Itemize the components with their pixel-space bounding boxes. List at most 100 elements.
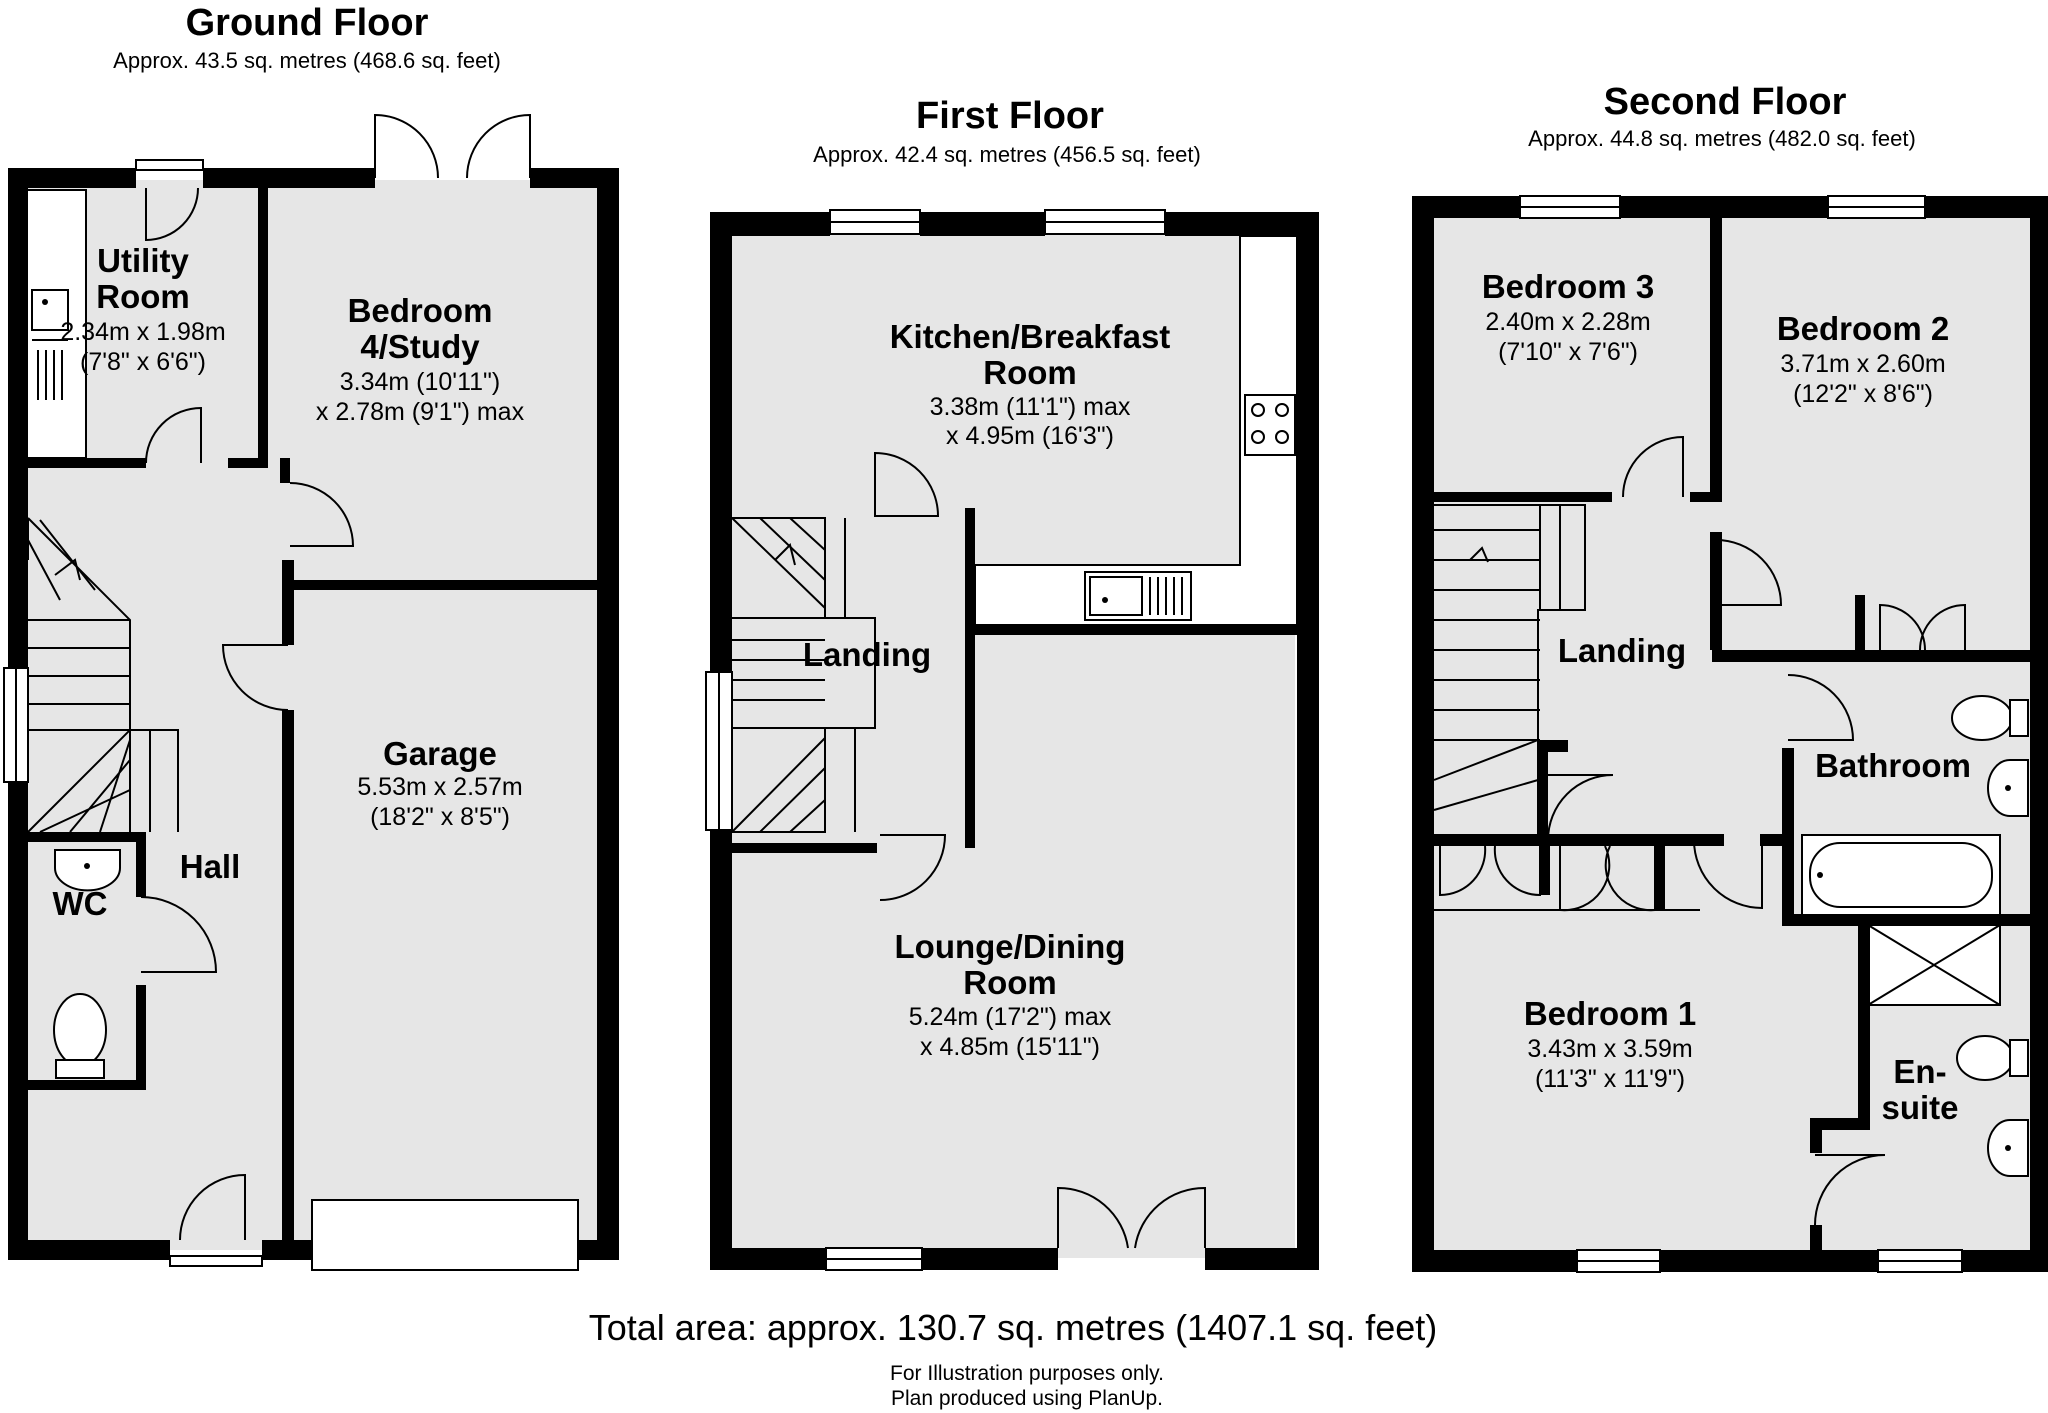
ground-floor-fill: [20, 180, 600, 1250]
lounge-name-2: Room: [963, 964, 1057, 1001]
utility-window: [135, 159, 204, 171]
utility-back-door: [145, 187, 199, 242]
bed1-wardrobe-div-1: [1540, 840, 1550, 895]
bathroom-wall-bottom: [1782, 914, 2048, 926]
bedroom4-dim-1: 3.34m (10'11"): [340, 368, 501, 396]
bedroom3-dim-2: (7'10" x 7'6"): [1498, 338, 1638, 366]
kitchen-dim-2: x 4.95m (16'3"): [946, 422, 1114, 450]
bed4-wall-left: [280, 458, 290, 483]
bed4-wall-bottom: [290, 580, 607, 590]
ground-stairs: [27, 517, 179, 833]
ground-wall-top-mid: [203, 168, 375, 188]
wc-basin: [54, 849, 121, 892]
utility-wall-bottom-b: [228, 458, 268, 468]
first-stairs: [731, 517, 876, 833]
lounge-wall-top: [732, 843, 877, 853]
wc-wall-right-a: [136, 832, 146, 897]
hall-name: Hall: [180, 848, 241, 885]
second-wall-right: [2030, 196, 2048, 1272]
second-wall-top-a: [1412, 196, 1520, 218]
second-wall-bottom-a: [1412, 1250, 1577, 1272]
bed4-french-door-left: [374, 113, 439, 179]
front-door: [179, 1173, 246, 1241]
kitchen-wall-bottom: [965, 625, 1307, 635]
second-floor: Second Floor Approx. 44.8 sq. metres (48…: [1412, 81, 2048, 1273]
bathroom-toilet: [1951, 695, 2029, 741]
footer-line-2: Plan produced using PlanUp.: [891, 1387, 1163, 1410]
first-wall-left-a: [710, 212, 732, 672]
kitchen-name-2: Room: [983, 354, 1077, 391]
ground-wall-left-top: [8, 168, 28, 668]
ensuite-name-1: En-: [1893, 1053, 1946, 1090]
bed2-wall-left-b: [1710, 532, 1722, 650]
bedroom4-dim-2: x 2.78m (9'1") max: [316, 398, 525, 426]
landing-wall-right: [965, 508, 975, 848]
ground-wall-left-bottom: [8, 782, 28, 1260]
garage-dim-2: (18'2" x 8'5"): [370, 803, 510, 831]
first-wall-bottom-c: [1205, 1248, 1319, 1270]
first-wall-bottom-a: [710, 1248, 826, 1270]
bedroom1-dim-1: 3.43m x 3.59m: [1527, 1035, 1692, 1063]
ensuite-wall-left-b: [1810, 1118, 1822, 1153]
ensuite-toilet: [1956, 1035, 2029, 1081]
utility-wall-right: [258, 188, 268, 468]
bedroom4-name-1: Bedroom: [348, 292, 493, 329]
lounge-name-1: Lounge/Dining: [895, 928, 1126, 965]
bathroom-door: [1787, 674, 1855, 741]
wc-wall-bottom: [28, 1080, 146, 1090]
bedroom1-name: Bedroom 1: [1524, 995, 1696, 1032]
second-floor-fill: [1430, 212, 2030, 1257]
bedroom2-name: Bedroom 2: [1777, 310, 1949, 347]
bedroom2-dim-2: (12'2" x 8'6"): [1793, 380, 1933, 408]
bed1-wall-top-b: [1760, 834, 1794, 846]
bed2-door: [1715, 539, 1783, 606]
second-wall-top-c: [1925, 196, 2048, 218]
lounge-door: [879, 834, 947, 901]
first-wall-right: [1297, 212, 1319, 1270]
first-floor-area: Approx. 42.4 sq. metres (456.5 sq. feet): [813, 142, 1201, 167]
stair-newel-2: [1538, 740, 1548, 840]
front-door-step: [169, 1255, 263, 1267]
bedroom2-dim-1: 3.71m x 2.60m: [1780, 350, 1945, 378]
footer-line-1: For Illustration purposes only.: [890, 1362, 1164, 1385]
first-wall-top-c: [1165, 212, 1319, 236]
bed4-french-door-right: [466, 113, 531, 179]
bed2-wardrobe-doors: [1879, 603, 1966, 651]
garage-wall-left-b: [282, 710, 294, 1250]
bed3-wall-bottom-a: [1434, 492, 1612, 502]
ensuite-door: [1814, 1154, 1886, 1226]
utility-room-dim-1: 2.34m x 1.98m: [60, 318, 225, 346]
lounge-dim-2: x 4.85m (15'11"): [920, 1033, 1100, 1061]
ensuite-wall-step: [1810, 1118, 1870, 1130]
bed3-bed2-wall: [1710, 218, 1722, 502]
kitchen-hob: [1244, 394, 1296, 456]
second-wall-bottom-b: [1660, 1250, 1878, 1272]
first-wall-left-b: [710, 830, 732, 1270]
bedroom3-name: Bedroom 3: [1482, 268, 1654, 305]
bathroom-name: Bathroom: [1815, 747, 1971, 784]
ground-wall-top-right: [530, 168, 619, 188]
second-wall-left: [1412, 196, 1434, 1272]
ensuite-wall-left-c: [1810, 1225, 1822, 1255]
bed1-wardrobe-div-2: [1655, 840, 1665, 910]
ensuite-name-2: suite: [1881, 1089, 1958, 1126]
second-stairs: [1433, 504, 1586, 836]
garage-wall-left-a: [282, 560, 294, 645]
ground-floor-title: Ground Floor: [186, 2, 429, 44]
ground-wall-right: [597, 168, 619, 1260]
kitchen-door: [874, 451, 940, 517]
utility-wall-bottom-a: [28, 458, 146, 468]
bedroom4-name-2: 4/Study: [360, 328, 480, 365]
garage-name: Garage: [383, 735, 497, 772]
utility-room-name-1: Utility: [97, 242, 189, 279]
cupboard-door: [1547, 774, 1614, 841]
first-wall-top-a: [710, 212, 830, 236]
bed2-wardrobe-wall: [1855, 595, 1865, 657]
utility-room-dim-2: (7'8" x 6'6"): [80, 348, 206, 376]
second-floor-area: Approx. 44.8 sq. metres (482.0 sq. feet): [1528, 126, 1916, 151]
bath-tub: [1801, 834, 2001, 916]
kitchen-name-1: Kitchen/Breakfast: [890, 318, 1171, 355]
garage-door-int: [221, 644, 289, 711]
second-wall-top-b: [1620, 196, 1828, 218]
